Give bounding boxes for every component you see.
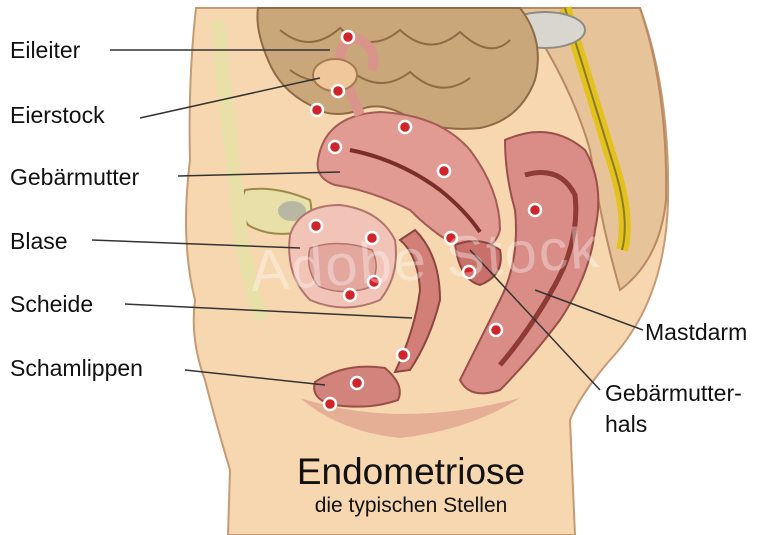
lesion (329, 141, 341, 153)
lesion (399, 121, 411, 133)
lesion (324, 398, 336, 410)
lesion (490, 324, 502, 336)
label-eileiter: Eileiter (10, 38, 80, 62)
diagram-subtitle: die typischen Stellen (258, 493, 564, 518)
label-mastdarm: Mastdarm (645, 320, 747, 344)
lesion (342, 31, 354, 43)
label-gebaermutterhals-line2: hals (605, 412, 647, 436)
diagram-title: Endometriose (258, 452, 564, 493)
label-eierstock: Eierstock (10, 103, 105, 127)
lesion (351, 377, 363, 389)
label-gebaermutterhals-line1: Gebärmutter- (605, 381, 742, 405)
title-box: Endometriose die typischen Stellen (258, 452, 564, 534)
label-scheide: Scheide (10, 292, 93, 316)
lesion (310, 220, 322, 232)
label-blase: Blase (10, 229, 68, 253)
lesion (397, 349, 409, 361)
lesion (438, 165, 450, 177)
label-schamlippen: Schamlippen (10, 356, 143, 380)
lesion (332, 85, 344, 97)
lesion (311, 104, 323, 116)
lesion (529, 204, 541, 216)
label-gebaermutter: Gebärmutter (10, 165, 139, 189)
